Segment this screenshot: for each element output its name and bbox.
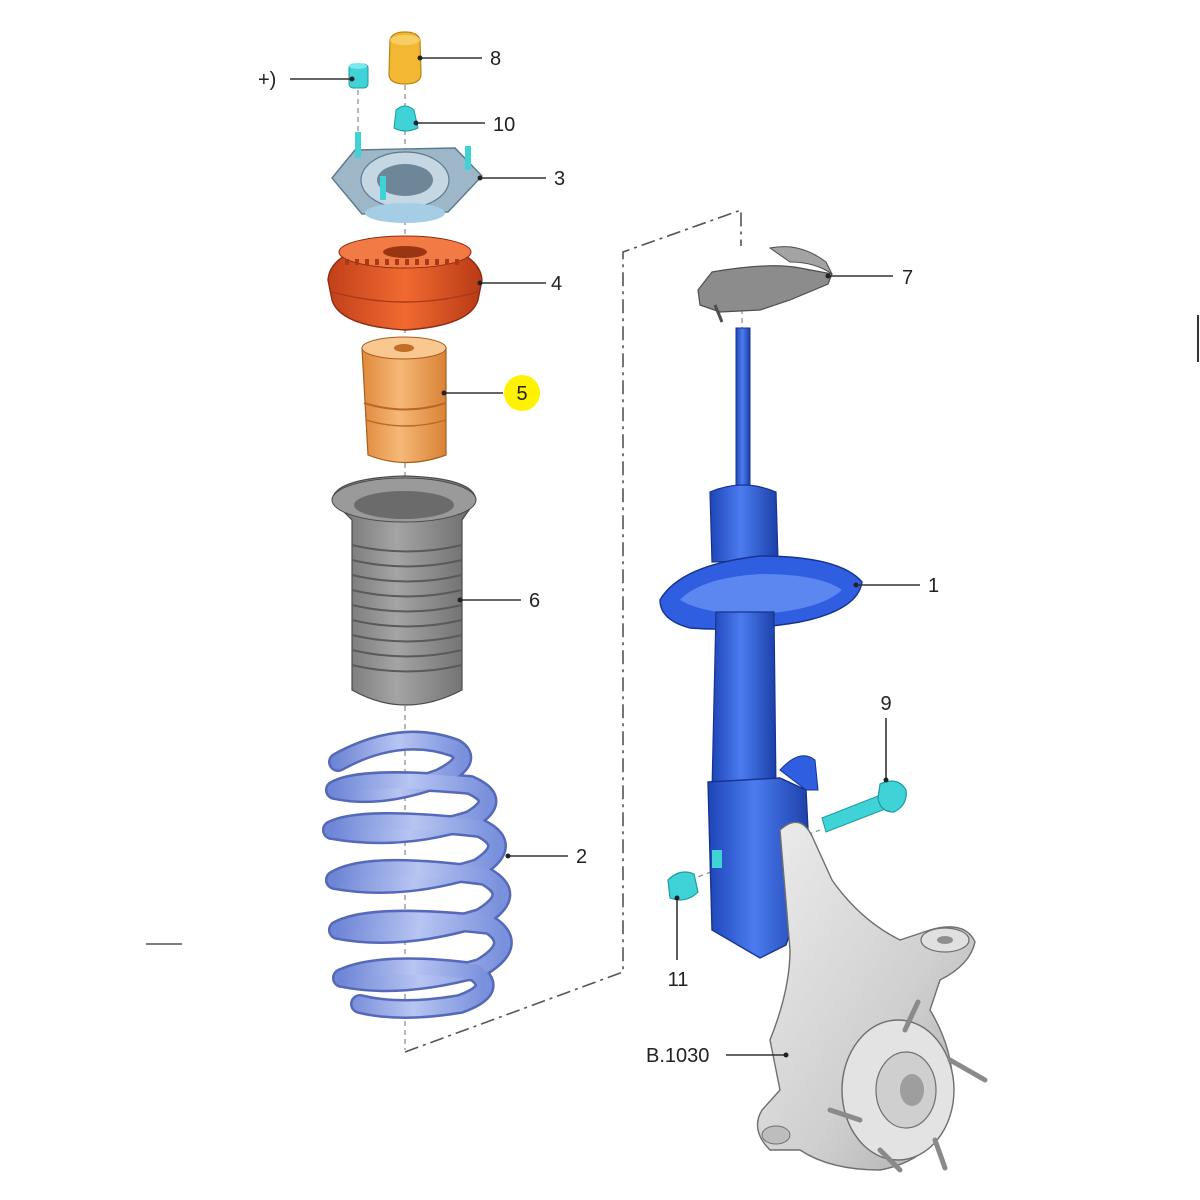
callout-plus: +)	[258, 69, 355, 91]
callout-3-label: 3	[554, 168, 565, 190]
callout-9-label: 9	[880, 693, 891, 715]
dust-boot-part-6	[331, 475, 477, 706]
callout-7-label: 7	[902, 267, 913, 289]
callout-11: 11	[668, 895, 689, 991]
callout-1: 1	[853, 575, 939, 597]
nut-part-10	[393, 105, 419, 132]
coil-spring-part-2	[322, 730, 513, 1019]
callout-8-label: 8	[490, 48, 501, 70]
callout-4: 4	[477, 273, 562, 295]
nut-part-plus	[348, 63, 369, 89]
cap-part-8	[388, 31, 422, 85]
bump-stop-part-5	[361, 336, 447, 464]
exploded-view-frame	[404, 208, 742, 1053]
callout-6: 6	[457, 590, 540, 612]
callout-plus-label: +)	[258, 69, 276, 91]
bolt-part-9	[821, 780, 907, 833]
strut-assembly-part-1	[659, 327, 863, 959]
callout-10: 10	[413, 114, 515, 136]
callout-11-label: 11	[668, 969, 689, 991]
callout-3: 3	[477, 168, 565, 190]
callout-5: 5	[441, 375, 540, 411]
strut-mount-bearing-part-4	[327, 235, 483, 331]
callout-8: 8	[417, 48, 501, 70]
spring-seat-part-7	[697, 246, 833, 323]
callout-6-label: 6	[529, 590, 540, 612]
callout-4-label: 4	[551, 273, 562, 295]
callout-b1030-label: B.1030	[646, 1045, 709, 1067]
callout-1-label: 1	[928, 575, 939, 597]
steering-knuckle-part-b1030	[756, 821, 988, 1173]
callout-2: 2	[505, 846, 587, 868]
nut-part-11	[667, 871, 699, 901]
callout-2-label: 2	[576, 846, 587, 868]
callout-9: 9	[880, 693, 892, 783]
callout-5-highlight	[504, 375, 540, 411]
top-mount-part-3	[331, 132, 483, 223]
callout-10-label: 10	[493, 114, 515, 136]
callout-5-label: 5	[516, 383, 527, 405]
callout-b1030: B.1030	[646, 1045, 789, 1067]
callout-7: 7	[825, 267, 913, 289]
